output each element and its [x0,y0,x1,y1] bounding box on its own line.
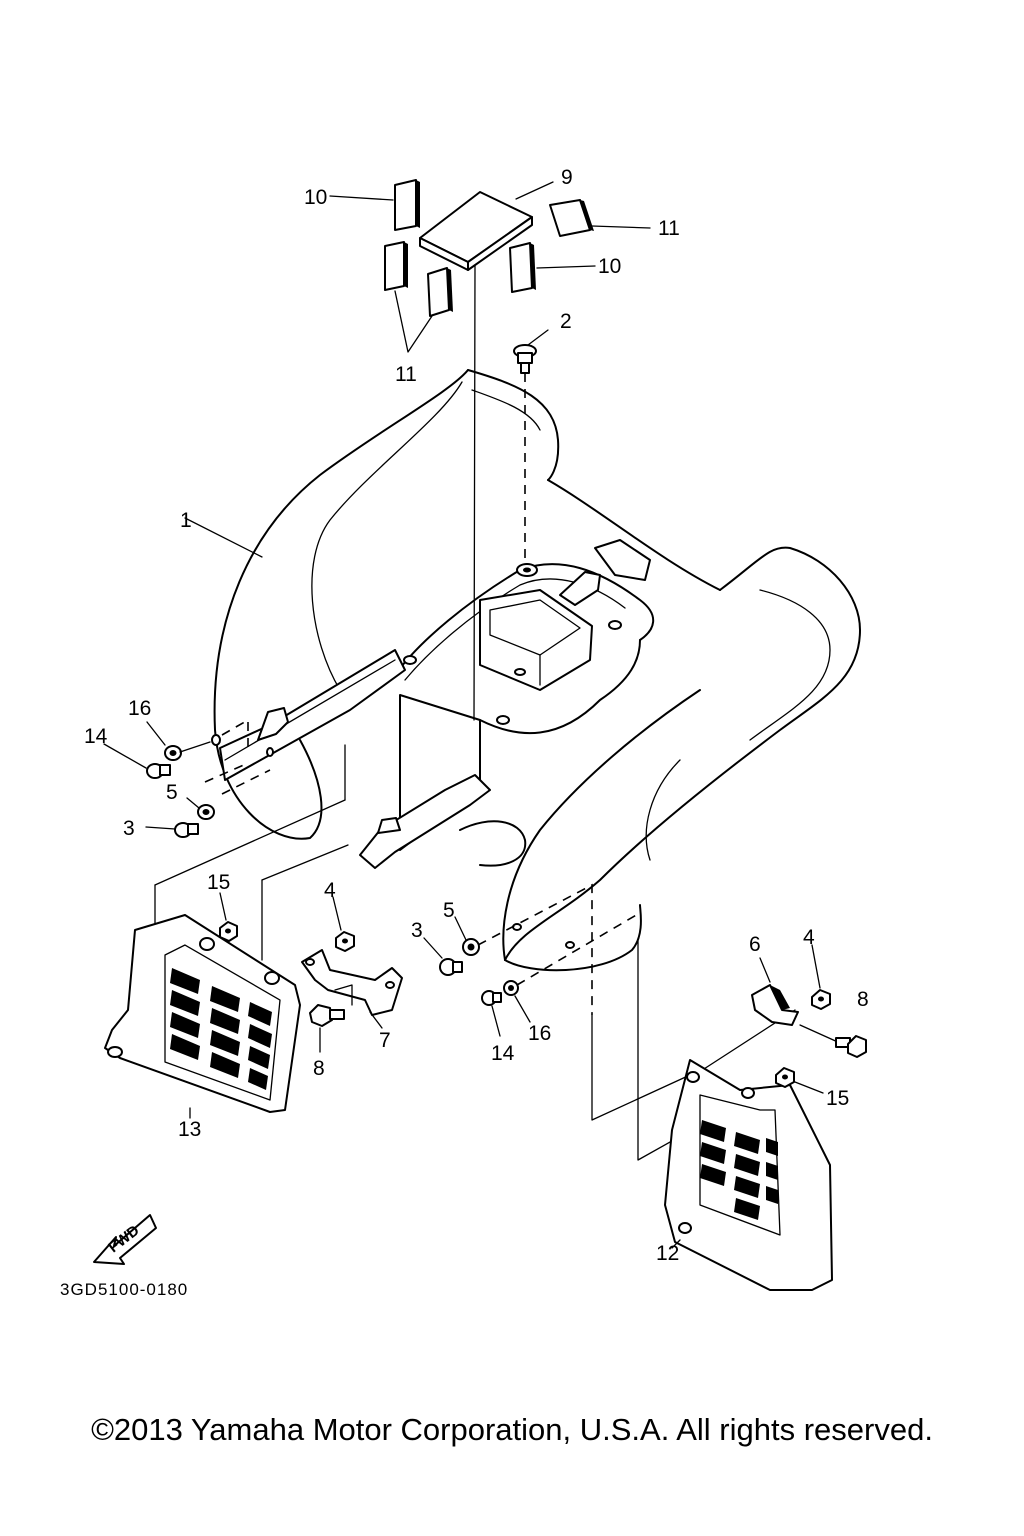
callout-16-center: 16 [528,1022,551,1045]
callout-numbers: 10 9 11 10 2 11 1 16 14 5 3 15 4 3 5 6 4… [84,166,869,1265]
callout-2: 2 [560,310,572,333]
emblem-11-left [384,241,453,317]
bolt-3-left [174,822,199,838]
callout-3-left: 3 [123,817,135,840]
callout-4-left: 4 [324,879,336,902]
callout-16-left: 16 [128,697,151,720]
fwd-arrow-icon: FWD [93,1214,157,1265]
emblem-11-right [549,199,594,237]
bolt-2 [513,344,537,374]
callout-12: 12 [656,1242,679,1265]
callout-14-center: 14 [491,1042,515,1065]
callout-3-center: 3 [411,919,423,942]
callout-13: 13 [178,1118,201,1141]
callout-11-right: 11 [658,217,680,240]
callout-15-left: 15 [207,871,230,894]
bracket-6 [751,984,799,1026]
callout-11-left: 11 [395,363,417,386]
callout-5-center: 5 [443,899,455,922]
washer-16-left [164,745,182,761]
callout-5-left: 5 [166,781,178,804]
callout-10-top: 10 [304,186,327,209]
callout-8-left: 8 [313,1057,325,1080]
footrest-guard-12 [664,1059,833,1291]
bolt-3-center [439,958,463,976]
bolt-8-right [835,1035,867,1058]
label-pad-9 [419,191,533,271]
callout-15-right: 15 [826,1087,849,1110]
callout-14-left: 14 [84,725,108,748]
nut-4-right [811,989,831,1010]
nut-4-left [335,931,355,952]
emblem-10-top [394,179,420,231]
bolt-14-left [146,763,171,779]
diagram-code: 3GD5100-0180 [60,1280,188,1299]
footrest-guard-13 [104,914,301,1113]
callout-7: 7 [379,1029,391,1052]
callout-10-right: 10 [598,255,621,278]
washer-5-left [197,804,215,820]
callout-8-right: 8 [857,988,869,1011]
callout-1: 1 [180,509,192,532]
callout-6: 6 [749,933,761,956]
bolt-8-left [309,1004,345,1027]
callout-9: 9 [561,166,573,189]
washer-16-center [503,980,519,996]
callout-4-right: 4 [803,926,815,949]
bolt-14-center [481,990,502,1006]
bracket-7 [301,949,403,1016]
nut-15-right [775,1067,795,1088]
washer-5-center [462,938,480,956]
emblem-10-right [509,242,536,293]
nut-15-left [219,921,238,942]
rear-fender-1 [211,369,861,972]
copyright-notice: ©2013 Yamaha Motor Corporation, U.S.A. A… [91,1412,933,1447]
